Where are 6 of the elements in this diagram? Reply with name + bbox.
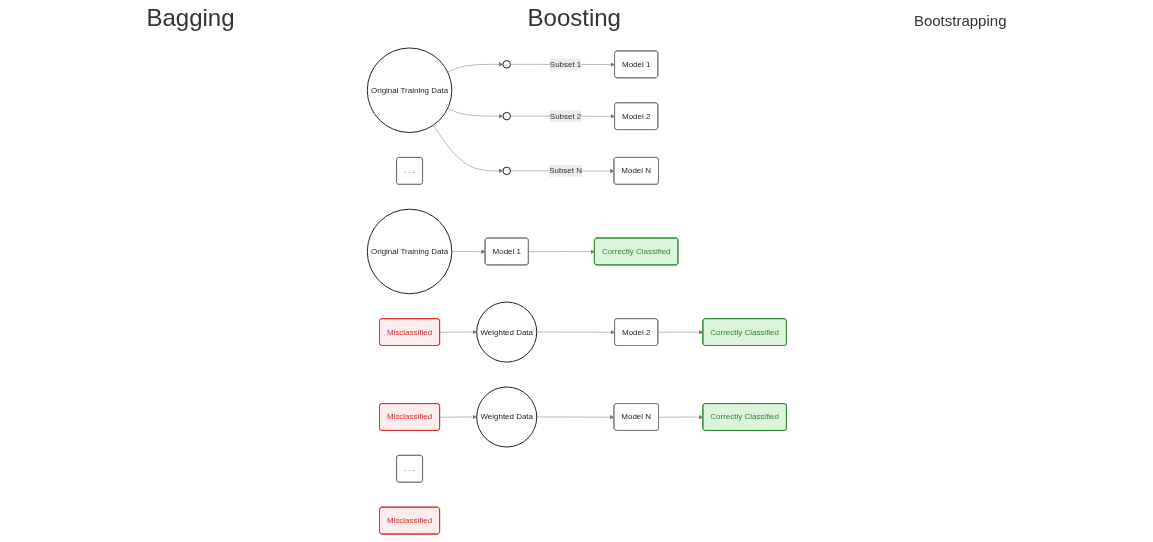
- node-circle: [502, 111, 511, 121]
- node-circle: [502, 60, 511, 69]
- section-title: Bagging: [146, 4, 235, 32]
- step-label: Bootstrapping: [913, 12, 1007, 29]
- node-circle: [502, 166, 511, 176]
- section-title: Boosting: [527, 4, 621, 32]
